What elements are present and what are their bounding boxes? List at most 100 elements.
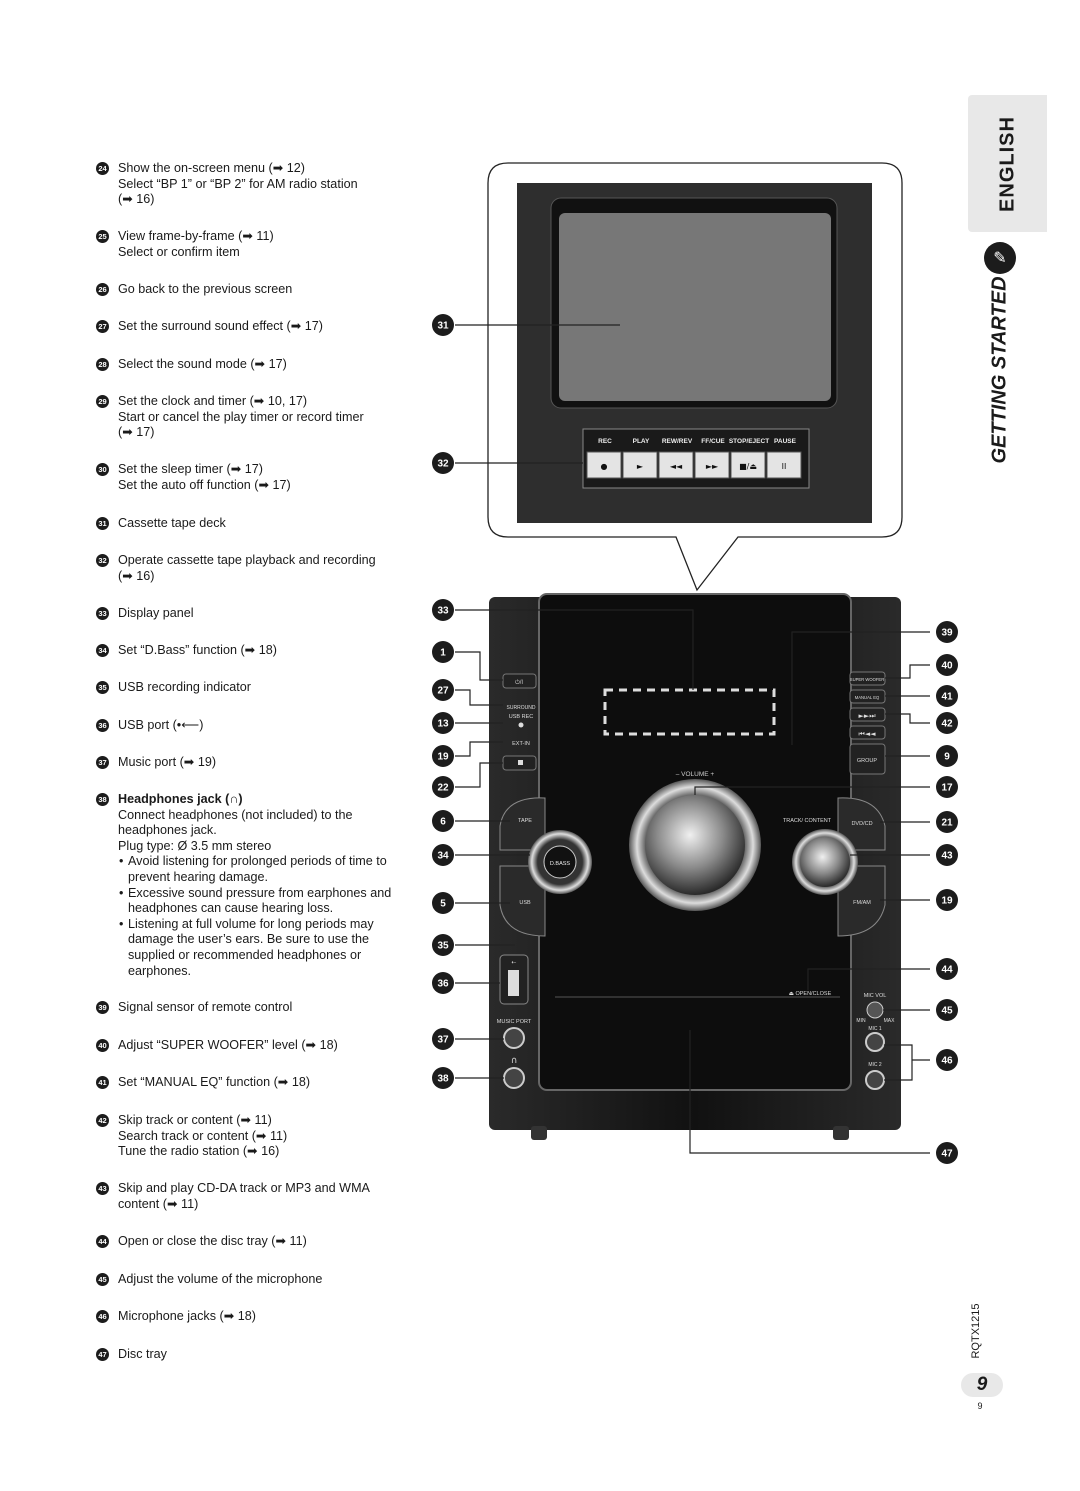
dvd-cd-button[interactable]: [837, 797, 886, 851]
item-text: Signal sensor of remote control: [118, 1000, 416, 1016]
item-text: View frame-by-frame (➡ 11)Select or conf…: [118, 229, 416, 260]
list-item: 37 Music port (➡ 19): [96, 755, 416, 771]
callout-badge: [936, 1142, 958, 1164]
track-content-dial[interactable]: [800, 837, 850, 887]
callout-number: 21: [941, 818, 953, 829]
mic2-jack[interactable]: [865, 1070, 885, 1090]
tape-button-icon: ■/⏏: [739, 462, 757, 471]
callout-badge: [432, 892, 454, 914]
mic1-label: MIC 1: [868, 1026, 882, 1032]
item-line: Signal sensor of remote control: [118, 1000, 293, 1014]
item-number-badge: 25: [96, 230, 109, 243]
usb-button[interactable]: [499, 865, 546, 937]
power-label: ⏻/I: [515, 679, 523, 686]
item-number-badge: 32: [96, 554, 109, 567]
tape-button-label: STOP/EJECT: [729, 438, 769, 445]
item-text: Select the sound mode (➡ 17): [118, 357, 416, 373]
tape-button-icon: ●: [601, 462, 608, 471]
tape-button[interactable]: [658, 451, 694, 479]
power-button[interactable]: [502, 673, 537, 689]
manual-eq-label: MANUAL EQ: [855, 695, 880, 700]
list-item: 39 Signal sensor of remote control: [96, 1000, 416, 1016]
item-line: content (➡ 11): [118, 1196, 199, 1211]
item-number-badge: 37: [96, 756, 109, 769]
item-number-badge: 30: [96, 463, 109, 476]
item-number-badge: 44: [96, 1235, 109, 1248]
callout-number: 31: [437, 321, 449, 332]
tape-button[interactable]: [622, 451, 658, 479]
item-number-badge: 35: [96, 681, 109, 694]
item-line: Adjust the volume of the microphone: [118, 1272, 323, 1286]
tape-control-buttons: REC●PLAY►REW/REV◄◄FF/CUE►►STOP/EJECT■/⏏P…: [586, 438, 802, 479]
item-line: Plug type: Ø 3.5 mm stereo: [118, 838, 272, 853]
callout-badge: [432, 934, 454, 956]
item-line: Set the clock and timer (➡ 10, 17): [118, 394, 308, 408]
item-line: Microphone jacks (➡ 18): [118, 1309, 256, 1323]
list-item: 34 Set “D.Bass” function (➡ 18): [96, 643, 416, 659]
music-port[interactable]: [503, 1027, 525, 1049]
mic-vol-knob[interactable]: [866, 1001, 884, 1019]
item-text: Display panel: [118, 606, 416, 622]
tape-button[interactable]: [766, 451, 802, 479]
tape-button-label: FF/CUE: [701, 438, 725, 445]
item-number-badge: 28: [96, 358, 109, 371]
callout-badge: [936, 889, 958, 911]
tape-button[interactable]: [586, 451, 622, 479]
callout-badge: [432, 641, 454, 663]
callout-badge: [432, 972, 454, 994]
callout-number: 44: [941, 965, 953, 976]
callout-badge: [432, 844, 454, 866]
callout-badge: [432, 745, 454, 767]
item-text: Microphone jacks (➡ 18): [118, 1309, 416, 1325]
list-item: 44 Open or close the disc tray (➡ 11): [96, 1234, 416, 1250]
callout-badge: [432, 679, 454, 701]
tape-button[interactable]: [730, 451, 766, 479]
tape-button[interactable]: [499, 797, 546, 851]
callout-badge: [936, 811, 958, 833]
usb-port-icon: ⇠: [511, 959, 516, 966]
volume-knob[interactable]: [645, 795, 745, 895]
item-line: Set the auto off function (➡ 17): [118, 477, 291, 492]
item-line: Set “MANUAL EQ” function (➡ 18): [118, 1075, 311, 1089]
skip-back-icon: ⏮◄◄: [858, 730, 876, 738]
item-line: Cassette tape deck: [118, 516, 226, 530]
volume-label: – VOLUME +: [676, 771, 715, 778]
dbass-button[interactable]: [543, 845, 577, 879]
group-button[interactable]: [849, 743, 886, 775]
item-line: (➡ 16): [118, 568, 155, 583]
tape-button[interactable]: [694, 451, 730, 479]
item-number-badge: 39: [96, 1001, 109, 1014]
item-text: Set the sleep timer (➡ 17)Set the auto o…: [118, 462, 416, 493]
callout-badge: [432, 712, 454, 734]
item-bullet: Excessive sound pressure from earphones …: [118, 886, 416, 917]
item-line: headphones jack.: [118, 823, 217, 838]
item-text: Operate cassette tape playback and recor…: [118, 553, 416, 584]
item-text: Music port (➡ 19): [118, 755, 416, 771]
callout-number: 32: [437, 459, 449, 470]
callout-number: 33: [437, 606, 449, 617]
callout-badge: [936, 1049, 958, 1071]
item-number-badge: 36: [96, 719, 109, 732]
callout-number: 42: [941, 719, 953, 730]
item-line: Select the sound mode (➡ 17): [118, 357, 287, 371]
item-line: Open or close the disc tray (➡ 11): [118, 1234, 307, 1248]
item-line: Select or confirm item: [118, 244, 240, 259]
skip-back-button[interactable]: [849, 725, 886, 740]
mic1-jack[interactable]: [865, 1032, 885, 1052]
usb-port-slot: [508, 970, 519, 996]
callout-badge: [936, 685, 958, 707]
item-line: Select “BP 1” or “BP 2” for AM radio sta…: [118, 176, 358, 191]
usb-rec-indicator: [518, 722, 524, 728]
item-line: Set “D.Bass” function (➡ 18): [118, 643, 277, 657]
fm-am-label: FM/AM: [853, 900, 871, 906]
unit-foot-right: [833, 1126, 849, 1140]
headphones-jack[interactable]: [503, 1067, 525, 1089]
tape-button-label: REW/REV: [662, 438, 693, 445]
item-number-badge: 34: [96, 644, 109, 657]
callout-number: 9: [944, 752, 950, 763]
item-line: Tune the radio station (➡ 16): [118, 1144, 280, 1159]
